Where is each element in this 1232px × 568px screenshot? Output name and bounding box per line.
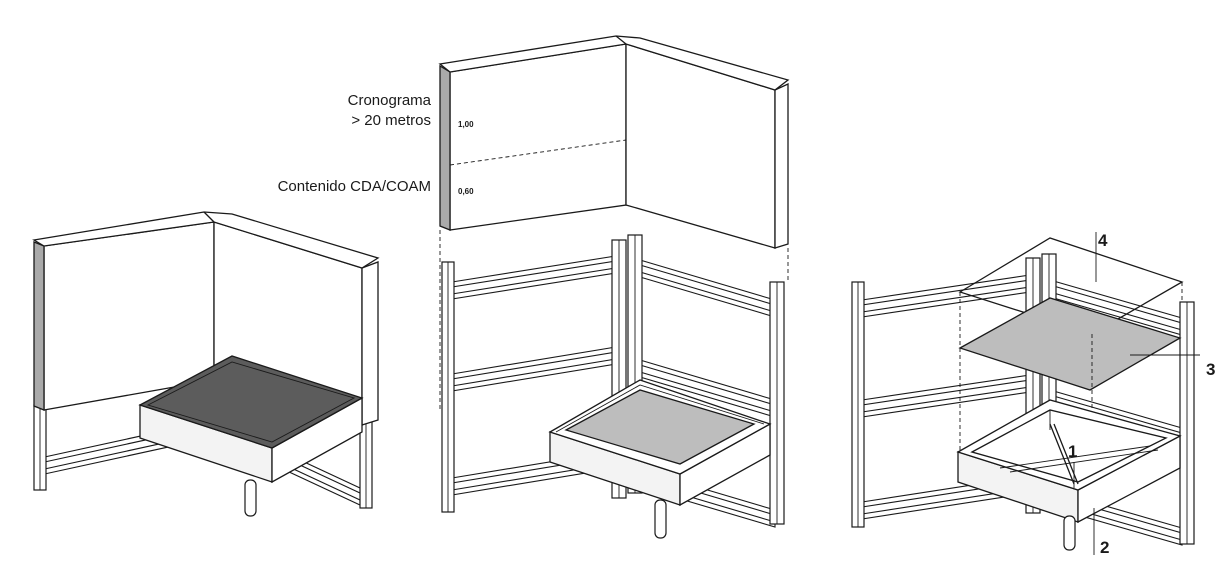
dim-lower-label: 0,60 <box>458 187 474 196</box>
callout-4: 4 <box>1098 231 1108 250</box>
seat-cushion-panel <box>958 297 1182 391</box>
content-label: Contenido CDA/COAM <box>278 178 431 195</box>
left-seat-box <box>138 355 364 517</box>
callout-1: 1 <box>1068 442 1077 461</box>
callout-2: 2 <box>1100 538 1109 557</box>
seat-open-box <box>956 399 1182 551</box>
dim-upper-label: 1,00 <box>458 120 474 129</box>
middle-seat-box <box>548 379 772 539</box>
exploded-seat-components: 1 2 3 4 <box>851 231 1215 557</box>
inner-strut-a <box>1049 423 1075 485</box>
left-wall-panels <box>32 211 380 426</box>
timeline-label: Cronograma <box>348 92 432 109</box>
side-labels: Cronograma > 20 metros Contenido CDA/COA… <box>278 92 432 195</box>
length-label: > 20 metros <box>351 112 431 129</box>
callout-3: 3 <box>1206 360 1215 379</box>
exploded-module: 1,00 0,60 <box>438 35 790 539</box>
middle-wall-panels: 1,00 0,60 <box>438 35 790 249</box>
assembled-module <box>32 211 380 517</box>
